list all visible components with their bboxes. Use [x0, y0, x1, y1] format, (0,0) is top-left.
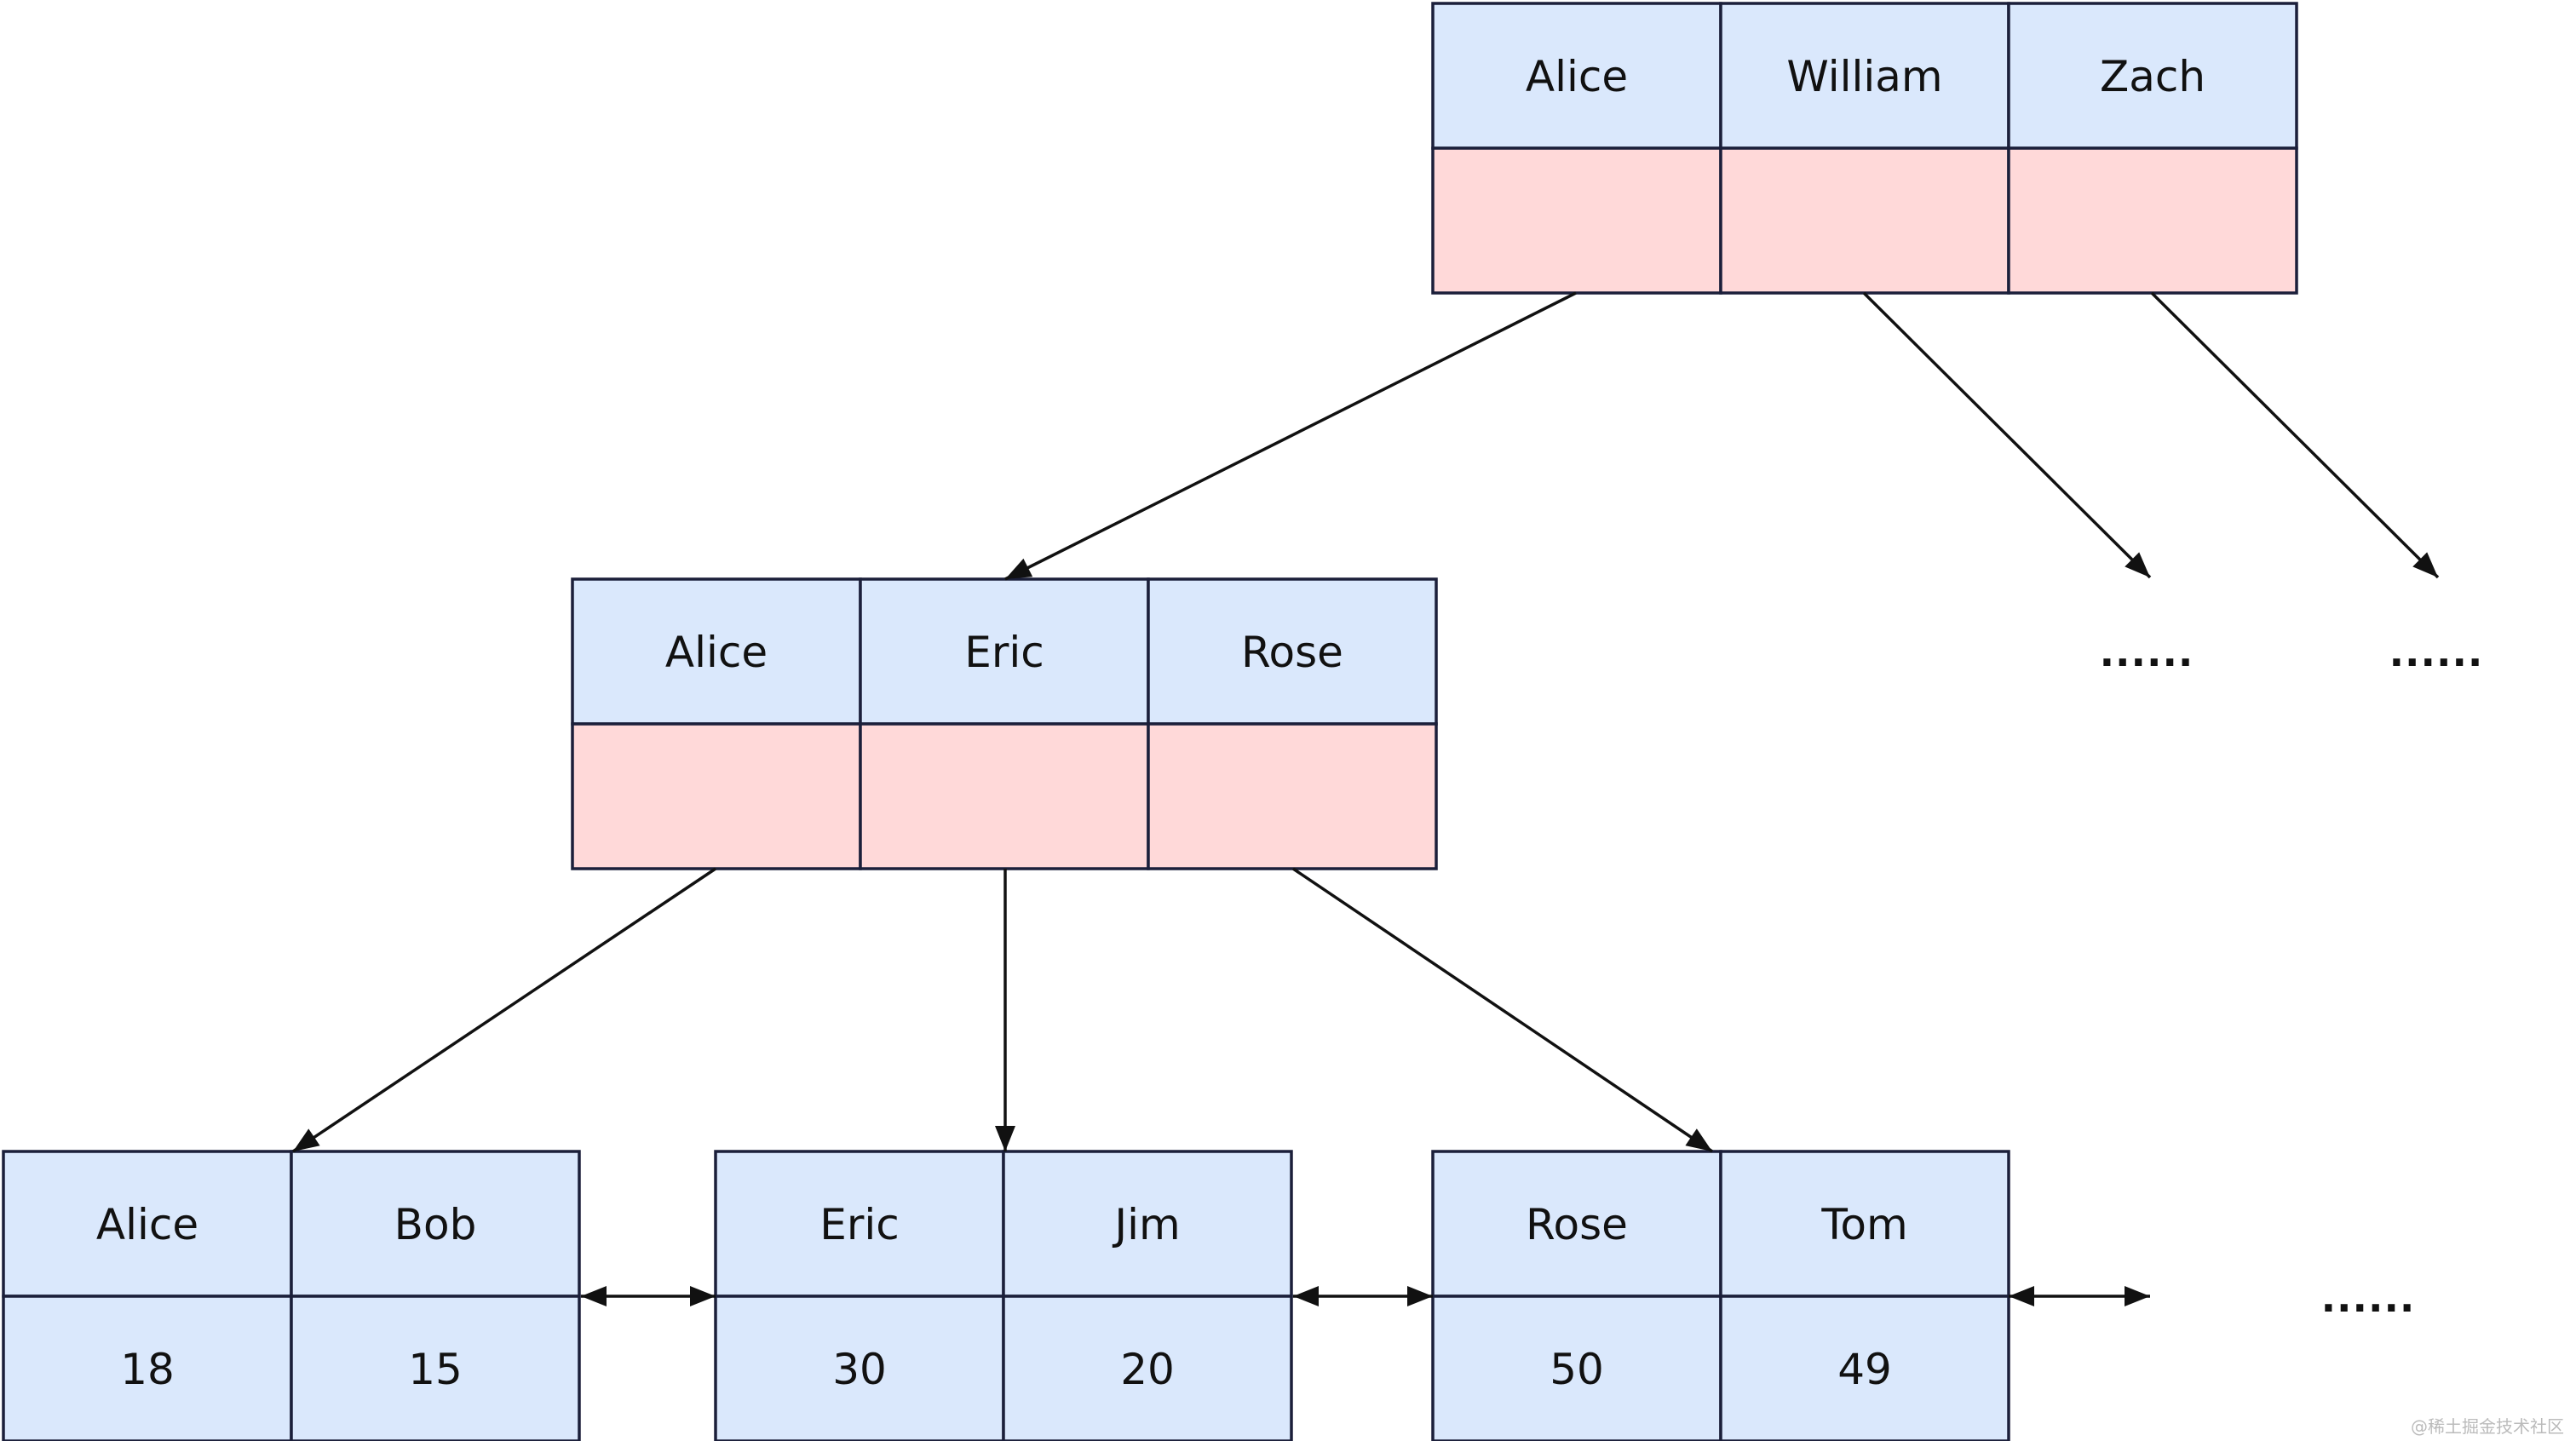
leaf-2-value-cell-1: [1719, 1295, 2010, 1441]
root-pointer-cell-2: [2007, 146, 2298, 295]
leaf-1-value-1: 20: [1120, 1345, 1175, 1394]
root-key-cell-2: [2007, 2, 2298, 150]
internal-pointer-cell-1: [859, 722, 1150, 870]
leaf-2-value-cell-0: [1431, 1295, 1722, 1441]
edge-internal-to-leaf-2: [1292, 867, 1713, 1153]
root-pointer-cell-0: [1431, 146, 1722, 295]
link-leaf-2-more-tail: [2009, 1286, 2034, 1306]
edge-root-to-internal: [1004, 291, 1577, 581]
leaf-1-value-0: 30: [832, 1345, 887, 1394]
link-leaf-0-leaf-1-tail: [581, 1286, 607, 1306]
link-leaf-1-leaf-2-tail: [1293, 1286, 1319, 1306]
leaf-2-key-0: Rose: [1526, 1200, 1628, 1249]
internal-key-cell-2: [1147, 577, 1438, 726]
leaf-0-value-cell-1: [290, 1295, 581, 1441]
leaf-2-key-cell-0: [1431, 1150, 1722, 1298]
root-key-0: Alice: [1526, 52, 1628, 101]
link-leaf-1-leaf-2-head: [1407, 1286, 1433, 1306]
edge-internal-to-leaf-0: [292, 867, 716, 1153]
edge-root-to-child-3: [2150, 291, 2440, 579]
root-key-cell-0: [1431, 2, 1722, 150]
internal-pointer-cell-2: [1147, 722, 1438, 870]
link-leaf-2-more-head: [2125, 1286, 2150, 1306]
leaf-0-value-1: 15: [408, 1345, 463, 1394]
edge-root-to-child-2: [1862, 291, 2152, 579]
root-key-cell-1: [1719, 2, 2010, 150]
edge-internal-to-leaf-1-head: [995, 1126, 1015, 1151]
leaf-0-value-cell-0: [2, 1295, 293, 1441]
root-node: Alice William Zach: [1431, 2, 2298, 295]
internal-key-0: Alice: [665, 628, 768, 677]
leaf-2-value-0: 50: [1550, 1345, 1604, 1394]
leaf-1-key-0: Eric: [819, 1200, 900, 1249]
leaf-more-ellipsis: ......: [2321, 1275, 2416, 1321]
root-key-2: Zach: [2100, 52, 2205, 101]
leaf-0-key-0: Alice: [96, 1200, 198, 1249]
tree-edges: [292, 291, 2440, 1306]
leaf-0-key-1: Bob: [394, 1200, 477, 1249]
leaf-nodes: Alice 18 Bob 15 Eric 30 Jim 20 Rose 50 Tom 49: [2, 1150, 2010, 1441]
leaf-2-value-1: 49: [1837, 1345, 1892, 1394]
root-key-1: William: [1786, 52, 1942, 101]
leaf-1-key-1: Jim: [1112, 1200, 1180, 1249]
edge-internal-to-leaf-0-head: [293, 1128, 320, 1151]
internal-pointer-cell-0: [571, 722, 862, 870]
internal-key-2: Rose: [1241, 628, 1343, 677]
leaf-0-key-cell-1: [290, 1150, 581, 1298]
internal-key-1: Eric: [964, 628, 1044, 677]
edge-internal-to-leaf-2-head: [1685, 1128, 1712, 1151]
edge-root-to-internal-head: [1005, 558, 1033, 579]
internal-key-cell-0: [571, 577, 862, 726]
link-leaf-0-leaf-1-head: [690, 1286, 716, 1306]
internal-node: Alice Eric Rose: [571, 577, 1438, 870]
leaf-0-value-0: 18: [120, 1345, 175, 1394]
leaf-1-key-cell-1: [1002, 1150, 1293, 1298]
leaf-2-key-1: Tom: [1820, 1200, 1907, 1249]
leaf-2-key-cell-1: [1719, 1150, 2010, 1298]
watermark: @稀土掘金技术社区: [2411, 1416, 2564, 1437]
root-child-3-ellipsis: ......: [2389, 629, 2484, 675]
edge-root-to-child-2-head: [2125, 552, 2150, 577]
root-pointer-cell-1: [1719, 146, 2010, 295]
edge-root-to-child-3-head: [2412, 552, 2438, 577]
leaf-1-value-cell-1: [1002, 1295, 1293, 1441]
root-child-2-ellipsis: ......: [2100, 629, 2194, 675]
